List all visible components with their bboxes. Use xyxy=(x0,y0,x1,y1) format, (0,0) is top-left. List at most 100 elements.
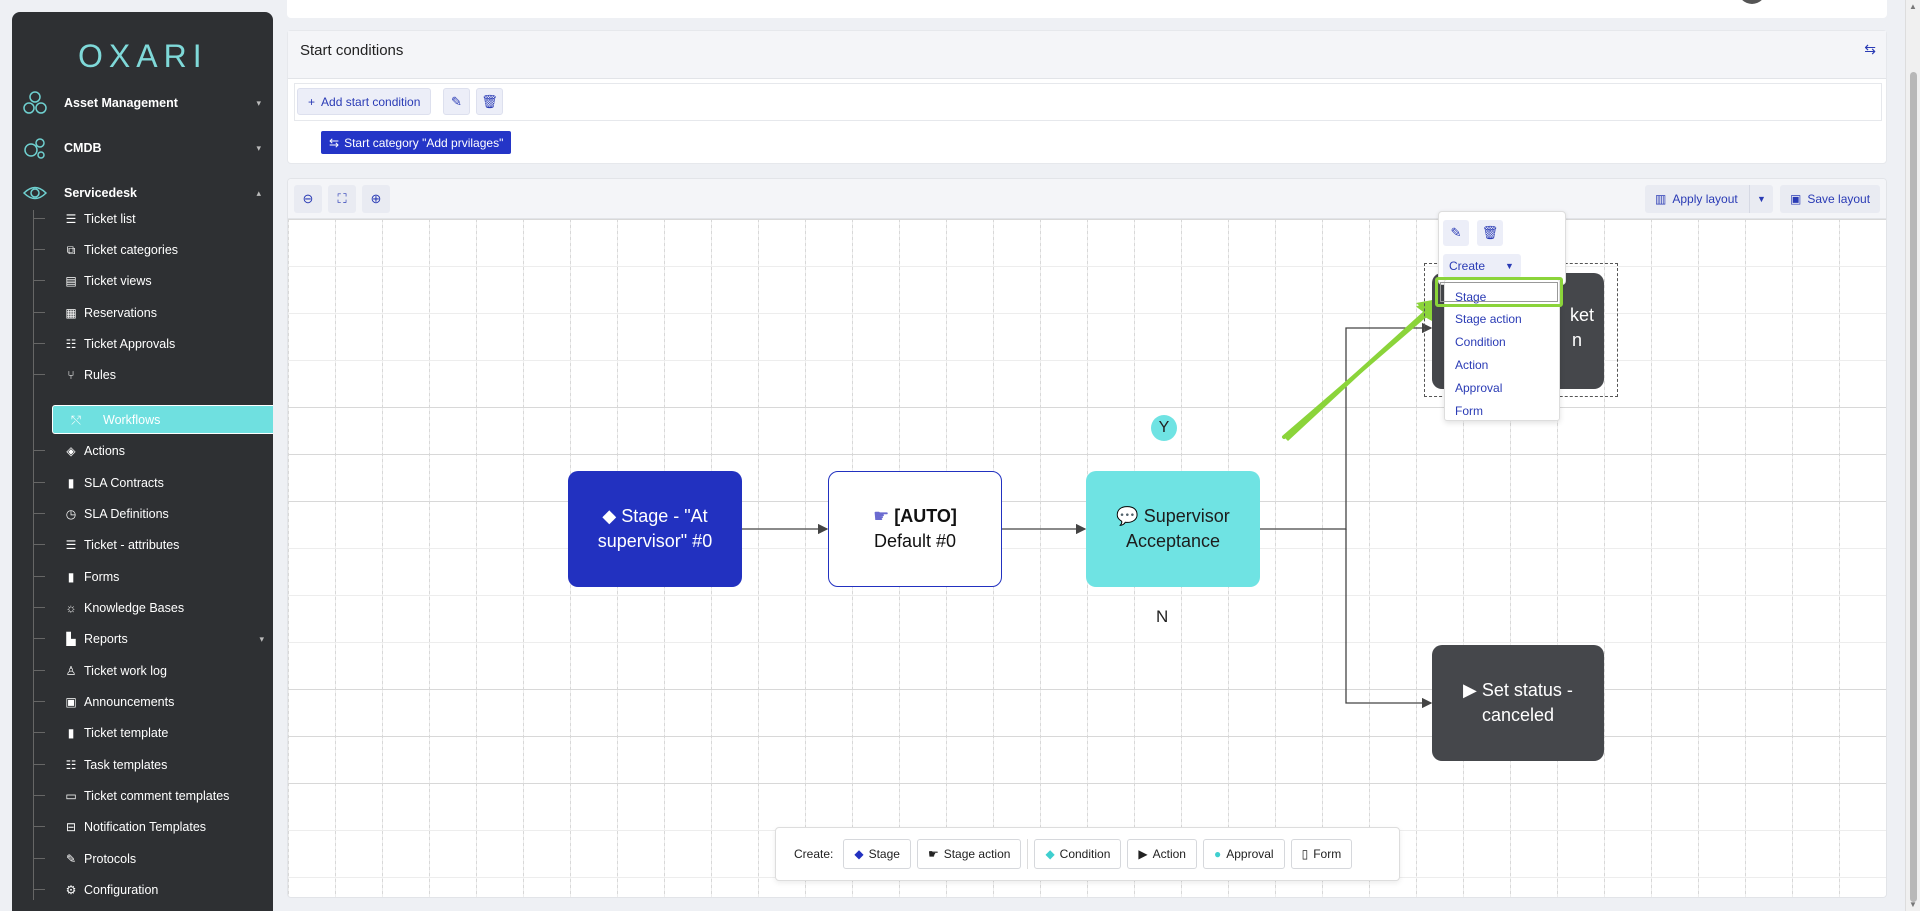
sidebar-item-label: Ticket - attributes xyxy=(84,538,180,552)
menu-item-stage[interactable]: Stage xyxy=(1455,290,1487,304)
menu-item-action[interactable]: Action xyxy=(1455,358,1489,372)
sidebar-item-workflows[interactable]: ⤲Workflows xyxy=(52,405,273,434)
add-start-condition-label: Add start condition xyxy=(321,94,421,109)
menu-item-form[interactable]: Form xyxy=(1455,404,1483,418)
sidebar-item-label: SLA Contracts xyxy=(84,476,164,490)
sidebar-item-rules[interactable]: ⑂ Rules xyxy=(33,362,273,388)
user-clock-icon: ♙ xyxy=(65,664,77,678)
scrollbar-thumb[interactable] xyxy=(1910,72,1917,902)
sidebar-section-label: Servicedesk xyxy=(64,186,137,200)
sidebar-item-protocols[interactable]: ✎ Protocols xyxy=(33,846,273,872)
highlight-arrow xyxy=(1282,299,1434,439)
scroll-down-icon[interactable]: ▼ xyxy=(1909,900,1917,909)
menu-item-approval[interactable]: Approval xyxy=(1455,381,1503,395)
sidebar-item-ticket-categories[interactable]: ⧉Ticket categories xyxy=(33,237,273,263)
edit-button[interactable]: ✎ xyxy=(443,88,470,115)
fit-screen-button[interactable]: ⛶ xyxy=(328,185,356,213)
apply-layout-button[interactable]: ▥ Apply layout ▼ xyxy=(1645,185,1773,213)
zoom-out-button[interactable]: ⊖ xyxy=(294,185,322,213)
edge-supervisor-yes xyxy=(1260,322,1433,530)
create-dropdown-button[interactable]: Create ▼ xyxy=(1443,254,1521,278)
edge-supervisor-no xyxy=(1345,529,1433,709)
sidebar-item-ticket-comment-templates[interactable]: ▭Ticket comment templates xyxy=(33,783,273,809)
sidebar-item-ticket-attributes[interactable]: ☰Ticket - attributes xyxy=(33,532,273,558)
canvas-toolbar: ⊖ ⛶ ⊕ ▥ Apply layout ▼ ▣ Save layout xyxy=(288,179,1886,219)
stage-node[interactable]: ◆ Stage - "At supervisor" #0 xyxy=(568,471,742,587)
sidebar-section-cmdb[interactable]: CMDB ▾ xyxy=(12,128,273,168)
table-icon: ▤ xyxy=(65,274,77,288)
layout-icon: ▥ xyxy=(1655,192,1667,206)
delete-button[interactable]: 🗑 xyxy=(476,88,503,115)
sidebar-item-ticket-approvals[interactable]: ☷Ticket Approvals xyxy=(33,331,273,357)
scroll-up-icon[interactable]: ▲ xyxy=(1909,2,1917,11)
ticket-node-label-2: n xyxy=(1571,330,1582,350)
sidebar-item-forms[interactable]: ▮ Forms xyxy=(33,564,273,590)
sidebar-item-sla-definitions[interactable]: ◷SLA Definitions xyxy=(33,501,273,527)
supervisor-approval-node[interactable]: 💬 Supervisor Acceptance xyxy=(1086,471,1260,587)
swap-icon[interactable]: ⇆ xyxy=(1864,41,1876,57)
trash-icon: 🗑 xyxy=(1481,225,1499,240)
sidebar-item-ticket-template[interactable]: ▮Ticket template xyxy=(33,720,273,746)
pencil-icon: ✎ xyxy=(451,93,462,109)
edit-node-button[interactable]: ✎ xyxy=(1443,220,1469,246)
create-condition-button[interactable]: ◆Condition xyxy=(1034,839,1122,869)
sidebar-item-knowledge-bases[interactable]: ☼Knowledge Bases xyxy=(33,595,273,621)
sidebar-item-ticket-list[interactable]: ☰Ticket list xyxy=(33,206,273,232)
sidebar-item-configuration[interactable]: ⚙Configuration xyxy=(33,877,273,903)
cancel-node-label: Set status - canceled xyxy=(1481,680,1573,725)
cmdb-icon xyxy=(24,138,45,159)
sidebar-item-label: Forms xyxy=(84,570,120,584)
sidebar-item-task-templates[interactable]: ☷Task templates xyxy=(33,752,273,778)
categories-icon: ⧉ xyxy=(66,243,76,257)
create-form-label: Form xyxy=(1313,847,1342,861)
set-status-canceled-node[interactable]: ▶ Set status - canceled xyxy=(1432,645,1604,761)
zoom-in-button[interactable]: ⊕ xyxy=(362,185,390,213)
sidebar-section-servicedesk[interactable]: Servicedesk ▴ xyxy=(12,173,273,213)
menu-item-stage-action[interactable]: Stage action xyxy=(1455,312,1522,326)
add-start-condition-button[interactable]: + Add start condition xyxy=(297,88,432,115)
create-approval-button[interactable]: ●Approval xyxy=(1202,839,1285,869)
sidebar-item-ticket-work-log[interactable]: ♙ Ticket work log xyxy=(33,658,273,684)
start-category-chip[interactable]: ⇆ Start category "Add prvilages" xyxy=(321,131,512,154)
document-icon: ▮ xyxy=(67,476,75,490)
sidebar-item-label: Ticket views xyxy=(84,274,152,288)
sidebar-item-announcements[interactable]: ▣Announcements xyxy=(33,689,273,715)
sidebar-item-label: Reports xyxy=(84,632,128,646)
sidebar-item-label: Rules xyxy=(84,368,116,382)
sidebar-item-label: Ticket work log xyxy=(84,664,167,678)
dropdown-arrow-icon[interactable]: ▼ xyxy=(1749,185,1773,213)
sidebar: OXARI Asset Management ▾ CMDB ▾ Serviced… xyxy=(12,12,273,911)
sidebar-item-reports[interactable]: ▙Reports▾ xyxy=(33,626,273,652)
rules-icon: ⑂ xyxy=(67,368,75,382)
asset-icon xyxy=(23,91,47,114)
document-icon: ▮ xyxy=(67,570,75,584)
create-stage-button[interactable]: ◆Stage xyxy=(843,839,911,869)
announcement-icon: ▣ xyxy=(65,695,77,709)
create-form-button[interactable]: ▯Form xyxy=(1290,839,1353,869)
edit-document-icon: ✎ xyxy=(65,852,77,866)
menu-item-condition[interactable]: Condition xyxy=(1455,335,1506,349)
sidebar-item-ticket-views[interactable]: ▤ Ticket views xyxy=(33,268,273,294)
avatar[interactable] xyxy=(1738,0,1766,4)
auto-action-node[interactable]: ☛ [AUTO]Default #0 xyxy=(828,471,1002,587)
delete-node-button[interactable]: 🗑 xyxy=(1477,220,1503,246)
checklist-icon: ☷ xyxy=(65,758,77,772)
sidebar-item-reservations[interactable]: ▦Reservations xyxy=(33,300,273,326)
save-layout-label: Save layout xyxy=(1807,192,1871,206)
node-popover: ✎ 🗑 Create ▼ xyxy=(1438,211,1566,285)
create-stage-action-button[interactable]: ☛Stage action xyxy=(916,839,1022,869)
zoom-in-icon: ⊕ xyxy=(370,191,382,206)
vertical-scrollbar[interactable]: ▲ ▼ xyxy=(1905,0,1920,911)
sidebar-item-actions[interactable]: ◈Actions xyxy=(33,438,273,464)
sidebar-item-label: Reservations xyxy=(84,306,157,320)
sidebar-section-label: Asset Management xyxy=(64,96,178,110)
chevron-down-icon: ▾ xyxy=(256,142,261,153)
diamond-icon: ◆ xyxy=(1045,847,1055,861)
sidebar-item-notification-templates[interactable]: ⊟Notification Templates xyxy=(33,814,273,840)
sidebar-item-sla-contracts[interactable]: ▮ SLA Contracts xyxy=(33,470,273,496)
create-action-button[interactable]: ▶Action xyxy=(1127,839,1197,869)
sidebar-item-label: Protocols xyxy=(84,852,137,866)
chevron-down-icon: ▾ xyxy=(256,97,261,108)
save-layout-button[interactable]: ▣ Save layout xyxy=(1780,185,1880,213)
sidebar-section-asset-management[interactable]: Asset Management ▾ xyxy=(12,83,273,123)
